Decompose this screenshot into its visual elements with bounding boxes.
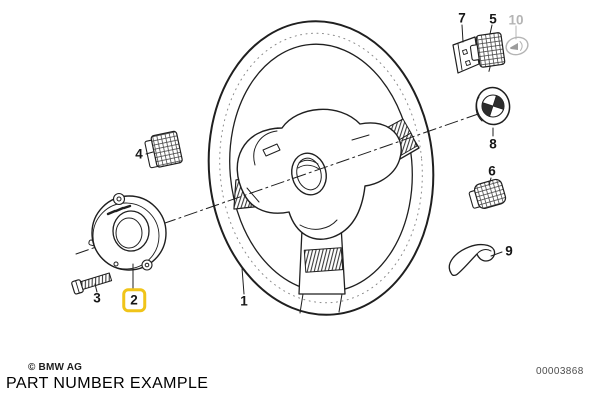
cover-arm-part <box>448 243 496 277</box>
switch-block-5-part <box>469 32 506 72</box>
callout-7[interactable]: 7 <box>458 10 466 26</box>
callout-9[interactable]: 9 <box>505 243 513 259</box>
callout-4[interactable]: 4 <box>135 146 143 162</box>
callout-10[interactable]: 10 <box>508 12 524 28</box>
switch-block-4-part <box>144 130 183 169</box>
callout-5[interactable]: 5 <box>489 11 497 27</box>
contact-ring-part <box>88 192 167 271</box>
page-title: PART NUMBER EXAMPLE <box>6 375 209 392</box>
copyright-text: © BMW AG <box>28 362 83 373</box>
doc-number: 00003868 <box>536 366 584 377</box>
leader-lines <box>94 24 517 295</box>
callout-2-highlighted[interactable]: 2 <box>122 288 146 312</box>
callout-6[interactable]: 6 <box>488 163 496 179</box>
bmw-emblem-part <box>475 86 511 126</box>
callout-1[interactable]: 1 <box>240 293 248 309</box>
bmw-roundel-icon <box>481 94 505 118</box>
callout-3[interactable]: 3 <box>93 290 101 306</box>
horn-icon <box>510 43 518 50</box>
callout-8[interactable]: 8 <box>489 136 497 152</box>
horn-button-part <box>505 36 529 56</box>
screw-part <box>71 272 113 295</box>
steering-wheel-part <box>207 20 435 316</box>
switch-block-6-part <box>468 178 507 209</box>
